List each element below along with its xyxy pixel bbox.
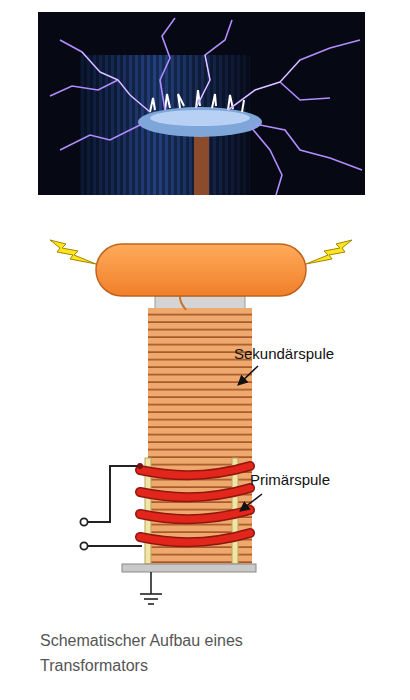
photo-toroid-highlight xyxy=(150,110,250,126)
toroid xyxy=(96,244,306,296)
part-label: Sekundärspule xyxy=(234,345,334,363)
figure-caption: Schematischer Aufbau eines Transformator… xyxy=(40,628,290,678)
photo-lightning-core xyxy=(82,52,300,112)
tesla-schematic xyxy=(50,240,352,604)
spark-bolt xyxy=(50,240,96,264)
spark-bolt xyxy=(306,240,352,264)
supply-wires xyxy=(88,466,142,546)
photo-lightning xyxy=(50,18,362,195)
leader-arrow xyxy=(240,494,262,511)
photo-toroid xyxy=(138,107,262,137)
photo xyxy=(38,12,365,195)
leader-arrow xyxy=(238,366,258,385)
base-plate xyxy=(122,564,256,572)
photo-coil-column xyxy=(194,132,209,195)
part-label: Primärspule xyxy=(250,471,330,489)
terminal xyxy=(80,518,87,525)
wire-joint xyxy=(137,463,143,469)
photo-background xyxy=(38,12,365,195)
primary-winding xyxy=(140,466,250,542)
ground-symbol xyxy=(140,572,162,604)
terminal xyxy=(80,542,87,549)
